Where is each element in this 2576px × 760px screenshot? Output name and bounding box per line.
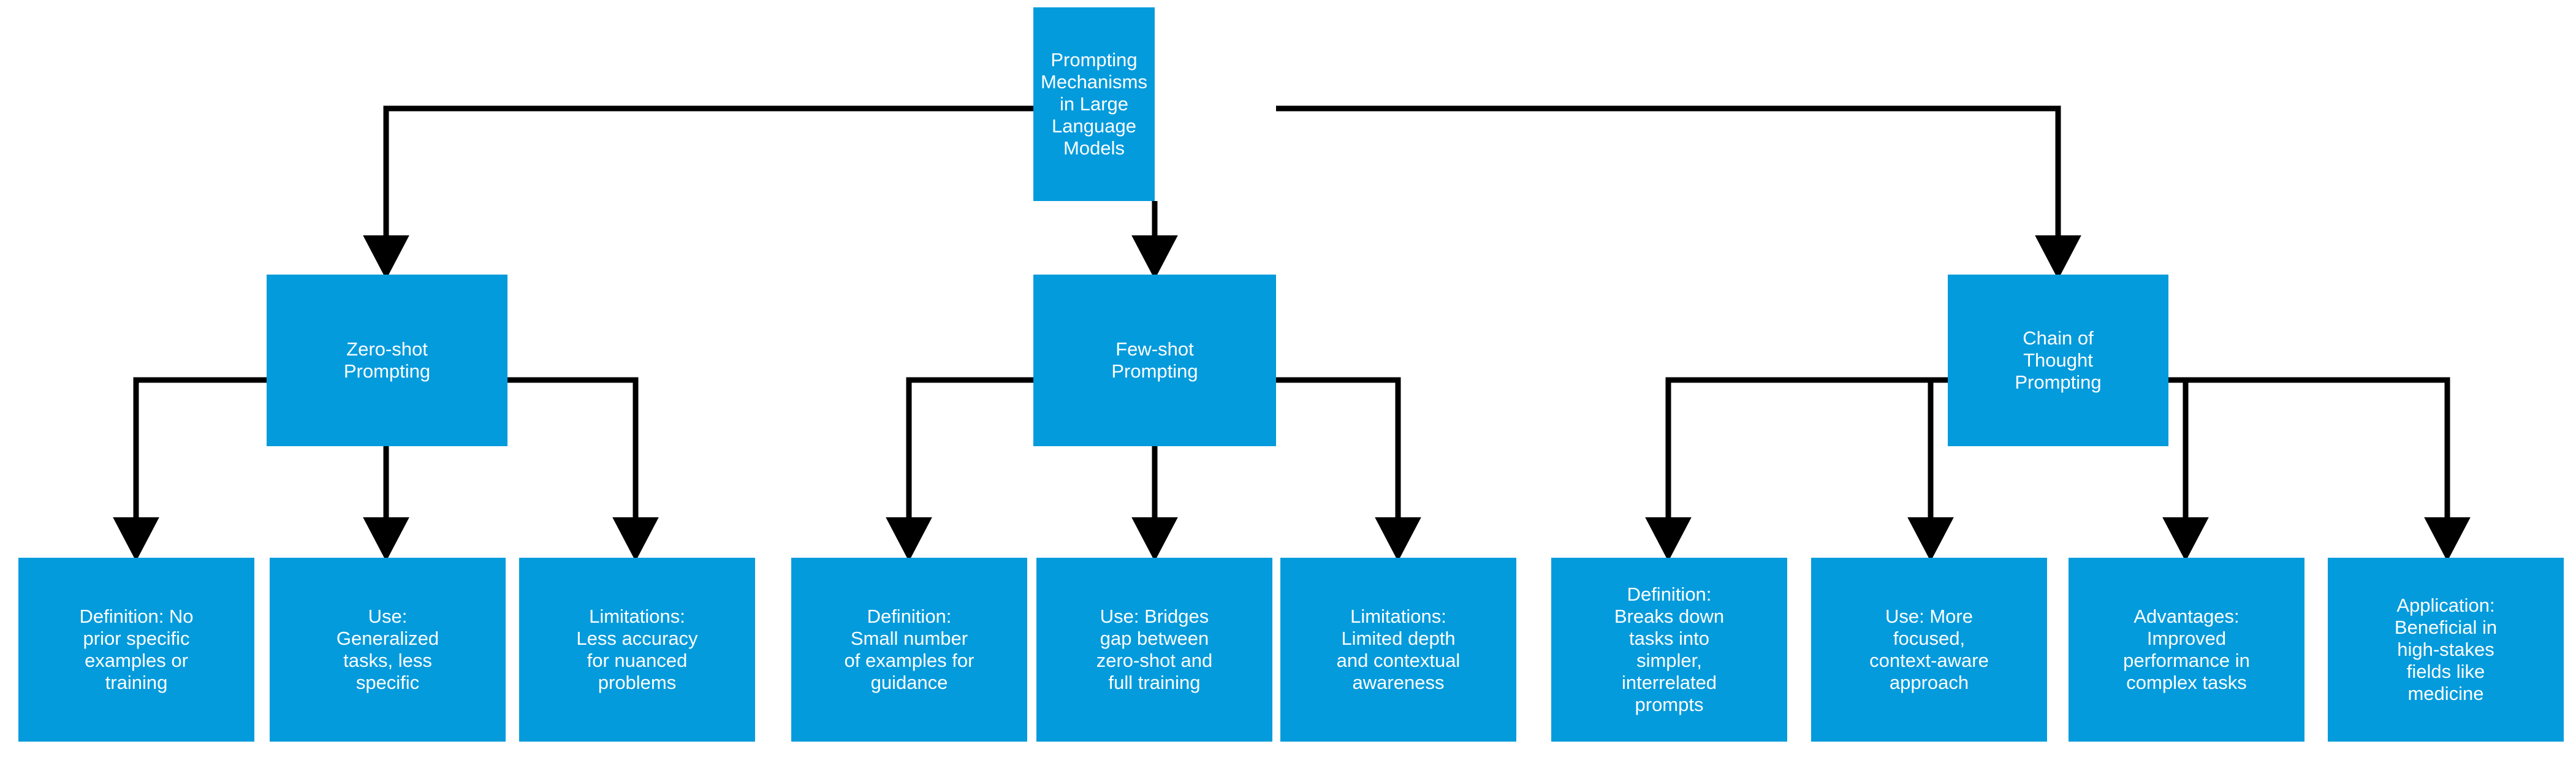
node-cot-definition-label: Definition: Breaks down tasks into simpl…: [1614, 583, 1725, 715]
node-zs-use-label: Use: Generalized tasks, less specific: [336, 606, 439, 693]
edge-zero-shot-to-limitations: [507, 377, 659, 562]
node-fs-definition[interactable]: Definition: Small number of examples for…: [791, 558, 1027, 742]
edge-chain-of-thought-to-application: [2168, 377, 2471, 562]
node-fs-limitations[interactable]: Limitations: Limited depth and contextua…: [1280, 558, 1516, 742]
edge-root-to-zero-shot: [363, 105, 1033, 280]
node-few-shot-label: Few-shot Prompting: [1111, 338, 1198, 382]
edge-root-to-chain-of-thought: [1276, 105, 2081, 280]
node-cot-advantages[interactable]: Advantages: Improved performance in comp…: [2069, 558, 2304, 742]
node-zs-limitations[interactable]: Limitations: Less accuracy for nuanced p…: [519, 558, 755, 742]
node-cot-application[interactable]: Application: Beneficial in high-stakes f…: [2328, 558, 2564, 742]
node-cot-application-label: Application: Beneficial in high-stakes f…: [2394, 595, 2498, 704]
node-cot-advantages-label: Advantages: Improved performance in comp…: [2123, 606, 2250, 693]
node-cot-use[interactable]: Use: More focused, context-aware approac…: [1811, 558, 2047, 742]
node-root-label: Prompting Mechanisms in Large Language M…: [1041, 49, 1147, 159]
node-root[interactable]: Prompting Mechanisms in Large Language M…: [1033, 7, 1155, 201]
node-zs-definition[interactable]: Definition: No prior specific examples o…: [18, 558, 254, 742]
node-zero-shot[interactable]: Zero-shot Prompting: [267, 275, 507, 446]
node-cot-definition[interactable]: Definition: Breaks down tasks into simpl…: [1551, 558, 1787, 742]
node-fs-use-label: Use: Bridges gap between zero-shot and f…: [1096, 606, 1213, 693]
edge-few-shot-to-definition: [886, 377, 1033, 562]
node-fs-use[interactable]: Use: Bridges gap between zero-shot and f…: [1036, 558, 1272, 742]
node-zero-shot-label: Zero-shot Prompting: [343, 338, 431, 382]
node-zs-use[interactable]: Use: Generalized tasks, less specific: [270, 558, 506, 742]
node-fs-limitations-label: Limitations: Limited depth and contextua…: [1336, 606, 1461, 693]
edge-chain-of-thought-to-advantages: [2162, 377, 2209, 562]
node-zs-definition-label: Definition: No prior specific examples o…: [79, 606, 194, 693]
node-few-shot[interactable]: Few-shot Prompting: [1033, 275, 1276, 446]
edge-chain-of-thought-to-use: [1907, 377, 1954, 562]
node-chain-of-thought-label: Chain of Thought Prompting: [2015, 327, 2102, 393]
node-fs-definition-label: Definition: Small number of examples for…: [844, 606, 975, 693]
node-zs-limitations-label: Limitations: Less accuracy for nuanced p…: [576, 606, 698, 693]
node-cot-use-label: Use: More focused, context-aware approac…: [1869, 606, 1989, 693]
edge-few-shot-to-limitations: [1276, 377, 1421, 562]
node-chain-of-thought[interactable]: Chain of Thought Prompting: [1948, 275, 2168, 446]
edge-zero-shot-to-definition: [113, 377, 267, 562]
edge-chain-of-thought-to-definition: [1645, 377, 1948, 562]
